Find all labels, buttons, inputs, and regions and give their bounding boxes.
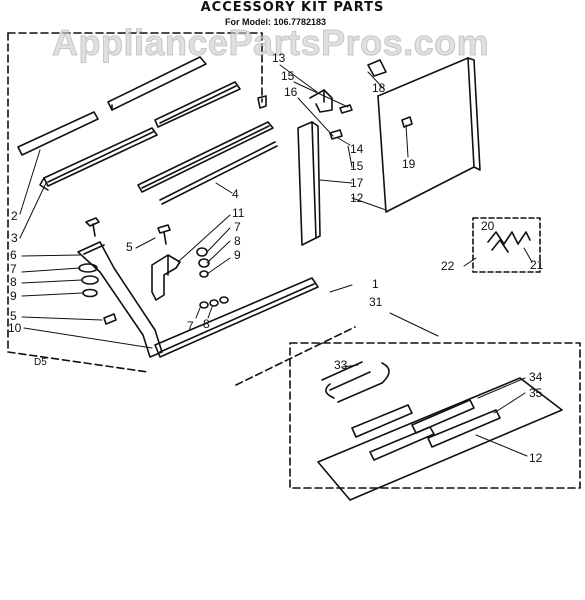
screw-five-mid <box>157 224 171 245</box>
part-label-12-bottom: 12 <box>529 451 543 465</box>
diagram-code: D5 <box>34 357 47 368</box>
part-label-15-mid: 15 <box>350 159 364 173</box>
bracket-six <box>77 241 163 358</box>
main-kit-outline <box>7 32 356 386</box>
part-label-7-left: 7 <box>10 262 17 276</box>
part-label-2: 2 <box>11 209 18 223</box>
part-label-19: 19 <box>402 157 416 171</box>
item-thirtythree <box>321 361 390 403</box>
part-label-7-bottom: 7 <box>187 319 194 333</box>
part-label-10: 10 <box>8 321 22 335</box>
part-label-12-top: 12 <box>350 191 364 205</box>
rail-gasket-left <box>39 127 158 191</box>
screw-fifteen-sixteen <box>257 95 353 114</box>
rail-second <box>154 81 241 128</box>
washer-seven <box>78 263 98 273</box>
screw-fourteen <box>329 129 343 140</box>
part-label-8-left: 8 <box>10 275 17 289</box>
item-thirtyfive <box>369 409 501 461</box>
part-label-9-left: 9 <box>10 289 17 303</box>
screw-five-upper <box>85 217 100 237</box>
part-label-5-mid: 5 <box>126 240 133 254</box>
part-label-20: 20 <box>481 219 495 233</box>
part-label-18: 18 <box>372 81 386 95</box>
washer-nine <box>82 288 98 298</box>
part-label-4: 4 <box>232 187 239 201</box>
part-label-3: 3 <box>11 231 18 245</box>
rail-top-right <box>107 56 207 111</box>
part-label-8-bottom: 8 <box>203 317 210 331</box>
part-label-34: 34 <box>529 370 543 384</box>
part-label-13: 13 <box>272 51 286 65</box>
screw-five-lower <box>103 313 117 325</box>
part-label-5-left: 5 <box>10 309 17 323</box>
part-label-15-top: 15 <box>281 69 295 83</box>
clip-twenty-twentyone <box>487 231 531 253</box>
part-label-8-right: 8 <box>234 234 241 248</box>
bracket-thirteen <box>309 89 333 113</box>
sub-kit-box <box>289 342 581 489</box>
part-label-7-right: 7 <box>234 220 241 234</box>
screw-nineteen <box>401 116 413 128</box>
site-watermark: AppliancePartsPros.com <box>52 22 490 64</box>
model-number: For Model: 106.7782183 <box>225 17 327 27</box>
pad-eighteen <box>367 59 387 77</box>
channel-seventeen <box>297 121 321 246</box>
part-label-14: 14 <box>350 142 364 156</box>
rail-thin <box>159 141 278 205</box>
rail-top-left <box>17 111 99 156</box>
part-label-35: 35 <box>529 386 543 400</box>
leader-lines <box>19 64 533 457</box>
item-twelve-board <box>317 377 563 501</box>
part-label-6: 6 <box>10 248 17 262</box>
part-label-1: 1 <box>372 277 379 291</box>
washer-eight <box>81 275 99 285</box>
part-label-16: 16 <box>284 85 298 99</box>
part-label-31: 31 <box>369 295 383 309</box>
rail-ten <box>154 277 319 358</box>
panel-twelve <box>377 57 481 213</box>
rail-four <box>137 121 274 193</box>
bracket-box <box>472 217 541 273</box>
part-label-22: 22 <box>441 259 455 273</box>
part-label-11: 11 <box>232 206 245 220</box>
part-label-17: 17 <box>350 176 364 190</box>
bracket-eleven <box>151 254 181 301</box>
page-title: ACCESSORY KIT PARTS <box>200 0 385 15</box>
nuts-seven-eight-nine <box>196 247 229 309</box>
item-thirtyfour <box>351 399 475 438</box>
part-label-21: 21 <box>530 258 544 272</box>
part-label-9-right: 9 <box>234 248 241 262</box>
part-label-33: 33 <box>334 358 348 372</box>
